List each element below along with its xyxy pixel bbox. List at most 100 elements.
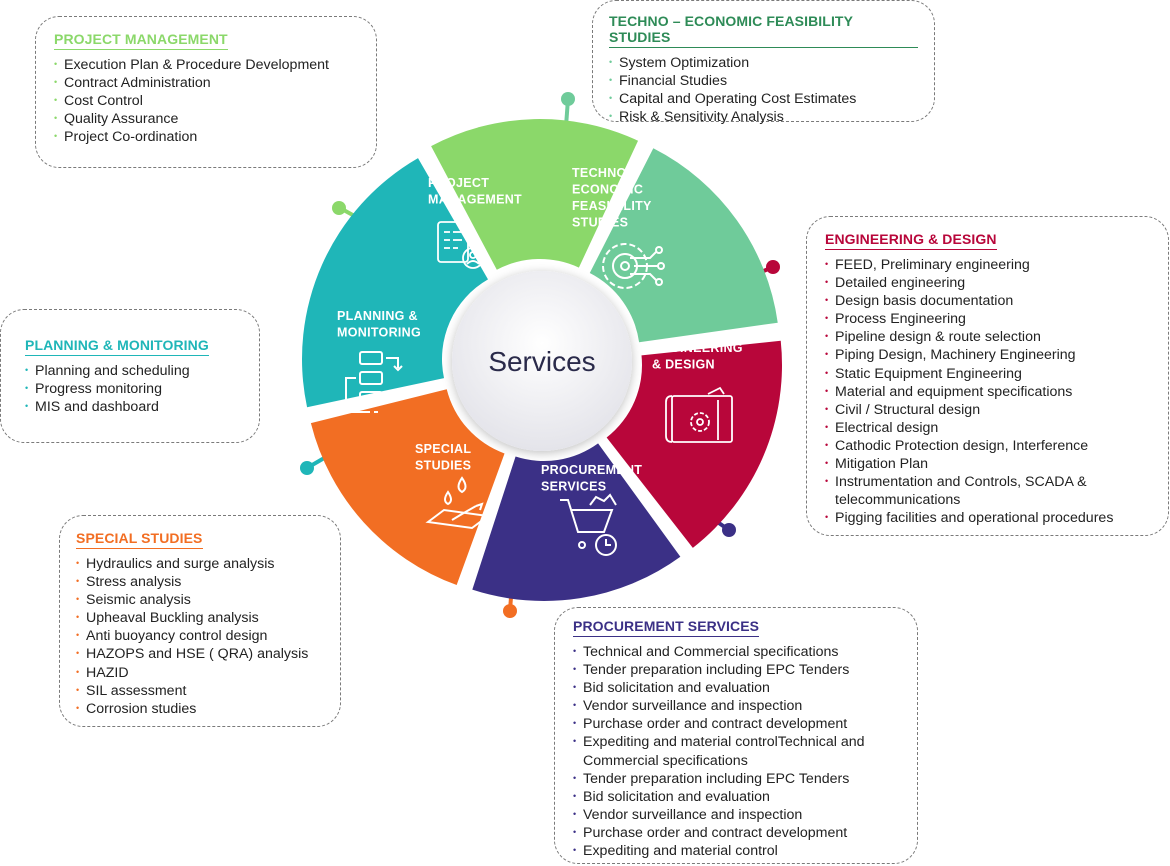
procurement-services-box: PROCUREMENT SERVICES Technical and Comme… [554, 607, 918, 864]
project-management-title: PROJECT MANAGEMENT [54, 31, 228, 50]
list-item: Corrosion studies [76, 699, 326, 718]
list-item: Material and equipment specifications [825, 382, 1154, 401]
segment-techno-economic[interactable] [589, 148, 778, 343]
list-item: Mitigation Plan [825, 454, 1154, 473]
list-item: Expediting and material control [573, 841, 903, 860]
techno-economic-box: TECHNO – ECONOMIC FEASIBILITY STUDIES Sy… [592, 0, 935, 125]
list-item: Cathodic Protection design, Interference [825, 436, 1154, 455]
list-item: FEED, Preliminary engineering [825, 255, 1154, 274]
special-studies-title: SPECIAL STUDIES [76, 530, 203, 549]
engineering-design-title: ENGINEERING & DESIGN [825, 231, 997, 250]
project-management-list: Execution Plan & Procedure DevelopmentCo… [54, 55, 360, 146]
list-item: Process Engineering [825, 309, 1154, 328]
segment-label-project-management: PROJECT [428, 176, 489, 190]
procurement-services-title: PROCUREMENT SERVICES [573, 618, 760, 637]
list-item: HAZID [76, 663, 326, 682]
list-item: HAZOPS and HSE ( QRA) analysis [76, 644, 326, 663]
segment-label-special-studies: STUDIES [415, 459, 471, 473]
list-item: Project Co-ordination [54, 127, 360, 146]
list-item: MIS and dashboard [25, 397, 245, 416]
list-item: Tender preparation including EPC Tenders [573, 769, 903, 788]
list-item: Contract Administration [54, 73, 360, 92]
list-item: Seismic analysis [76, 590, 326, 609]
gear-circuit-icon [602, 243, 665, 289]
segment-engineering[interactable] [606, 340, 782, 548]
segment-label-special-studies: SPECIAL [415, 442, 471, 456]
list-item: Tender preparation including EPC Tenders [573, 660, 903, 679]
segment-label-planning: MONITORING [337, 326, 421, 340]
list-item: Risk & Sensitivity Analysis [609, 107, 918, 126]
list-item: Vendor surveillance and inspection [573, 696, 903, 715]
list-item: Technical and Commercial specifications [573, 642, 903, 661]
list-item: Instrumentation and Controls, SCADA & te… [825, 472, 1154, 509]
wheel-segments [302, 119, 782, 601]
segment-special-studies[interactable] [310, 389, 505, 586]
list-item: Purchase order and contract development [573, 823, 903, 842]
list-item: System Optimization [609, 53, 918, 72]
list-item: Design basis documentation [825, 291, 1154, 310]
connector-dot-project [332, 201, 346, 215]
connector-dot-techno [561, 92, 575, 106]
list-item: Static Equipment Engineering [825, 364, 1154, 383]
document-checklist-icon [437, 221, 484, 269]
segment-label-procurement: SERVICES [541, 480, 606, 494]
list-item: Financial Studies [609, 71, 918, 90]
list-item: Anti buoyancy control design [76, 626, 326, 645]
segment-label-engineering: ENGINEERING [652, 341, 743, 355]
drops-surface-icon [425, 476, 491, 530]
connector-dot-planning [300, 461, 314, 475]
cart-clock-icon [560, 493, 617, 556]
segment-label-project-management: MANAGEMENT [428, 193, 522, 207]
special-studies-list: Hydraulics and surge analysisStress anal… [76, 554, 326, 718]
list-item: Piping Design, Machinery Engineering [825, 345, 1154, 364]
segment-procurement[interactable] [472, 443, 681, 601]
planning-monitoring-list: Planning and schedulingProgress monitori… [25, 361, 245, 416]
project-management-box: PROJECT MANAGEMENT Execution Plan & Proc… [35, 16, 377, 168]
list-item: Vendor surveillance and inspection [573, 805, 903, 824]
list-item: Capital and Operating Cost Estimates [609, 89, 918, 108]
list-item: Bid solicitation and evaluation [573, 787, 903, 806]
center-circle [452, 271, 632, 451]
list-item: Progress monitoring [25, 379, 245, 398]
connector-dot-special [503, 604, 517, 618]
list-item: Quality Assurance [54, 109, 360, 128]
engineering-design-box: ENGINEERING & DESIGN FEED, Preliminary e… [806, 216, 1169, 536]
list-item: Civil / Structural design [825, 400, 1154, 419]
list-item: Bid solicitation and evaluation [573, 678, 903, 697]
blueprint-gear-icon [665, 386, 733, 443]
flowchart-icon [345, 351, 403, 413]
segment-label-techno-economic: ECONOMIC [572, 183, 643, 197]
list-item: Expediting and material controlTechnical… [573, 732, 903, 769]
segment-label-planning: PLANNING & [337, 309, 418, 323]
list-item: Planning and scheduling [25, 361, 245, 380]
center-title: Services [488, 346, 595, 377]
segment-label-techno-economic: TECHNO – [572, 166, 638, 180]
list-item: Execution Plan & Procedure Development [54, 55, 360, 74]
list-item: Pigging facilities and operational proce… [825, 508, 1154, 527]
list-item: Stress analysis [76, 572, 326, 591]
list-item: Pipeline design & route selection [825, 327, 1154, 346]
engineering-design-list: FEED, Preliminary engineeringDetailed en… [825, 255, 1154, 527]
list-item: Cost Control [54, 91, 360, 110]
segment-label-techno-economic: STUDIES [572, 216, 628, 230]
techno-economic-list: System OptimizationFinancial StudiesCapi… [609, 53, 918, 126]
techno-economic-title: TECHNO – ECONOMIC FEASIBILITY STUDIES [609, 13, 918, 48]
segment-label-engineering: & DESIGN [652, 358, 715, 372]
list-item: Hydraulics and surge analysis [76, 554, 326, 573]
list-item: Purchase order and contract development [573, 714, 903, 733]
list-item: Electrical design [825, 418, 1154, 437]
segment-label-procurement: PROCUREMENT [541, 463, 642, 477]
connector-dot-engineering [766, 260, 780, 274]
segment-project-management[interactable] [431, 119, 639, 270]
segment-planning[interactable] [302, 158, 488, 408]
list-item: Upheaval Buckling analysis [76, 608, 326, 627]
segment-label-techno-economic: FEASIBILITY [572, 199, 652, 213]
planning-monitoring-box: PLANNING & MONITORING Planning and sched… [0, 309, 260, 443]
list-item: Detailed engineering [825, 273, 1154, 292]
special-studies-box: SPECIAL STUDIES Hydraulics and surge ana… [59, 515, 341, 727]
planning-monitoring-title: PLANNING & MONITORING [25, 337, 209, 356]
connector-dot-procurement [722, 523, 736, 537]
list-item: SIL assessment [76, 681, 326, 700]
procurement-services-list: Technical and Commercial specificationsT… [573, 642, 903, 860]
